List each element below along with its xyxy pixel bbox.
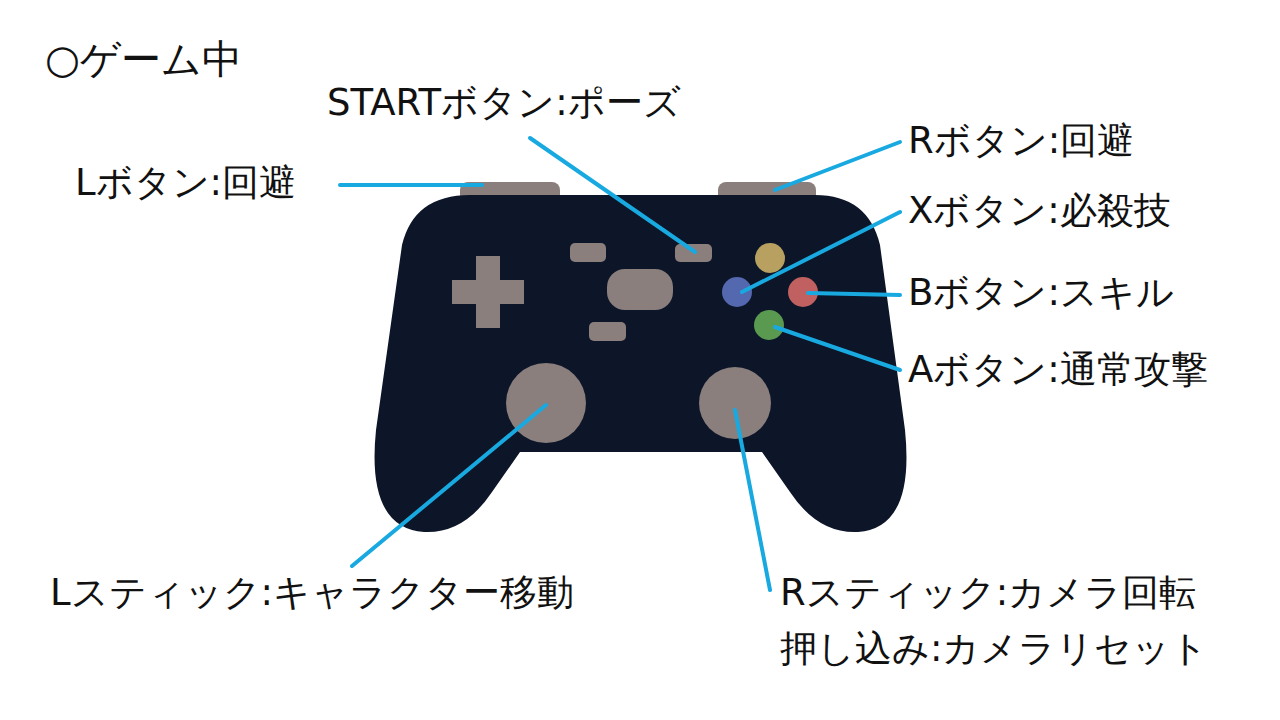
leader-line bbox=[530, 138, 695, 252]
leader-line bbox=[808, 293, 900, 295]
x-button bbox=[722, 277, 752, 307]
d-pad bbox=[452, 256, 524, 328]
small-button bbox=[589, 322, 626, 341]
button-label: Xボタン:必殺技 bbox=[908, 190, 1171, 233]
select-button bbox=[570, 243, 606, 262]
leader-line bbox=[742, 212, 900, 292]
button-label: 押し込み:カメラリセット bbox=[780, 628, 1208, 671]
button-label: Lスティック:キャラクター移動 bbox=[50, 572, 574, 615]
button-label: Lボタン:回避 bbox=[75, 162, 296, 205]
home-button bbox=[607, 269, 673, 310]
y-button bbox=[755, 243, 785, 273]
button-label: Rスティック:カメラ回転 bbox=[780, 572, 1196, 615]
a-button bbox=[754, 310, 784, 340]
leader-line bbox=[340, 183, 482, 187]
leader-line bbox=[775, 327, 900, 370]
leader-line bbox=[735, 410, 770, 590]
r-stick bbox=[699, 367, 771, 439]
diagram-title: ○ゲーム中 bbox=[45, 36, 242, 82]
leader-line bbox=[352, 405, 546, 566]
button-label: Rボタン:回避 bbox=[908, 120, 1134, 163]
button-label: Aボタン:通常攻撃 bbox=[908, 349, 1208, 392]
button-label: Bボタン:スキル bbox=[908, 272, 1174, 315]
leader-line bbox=[775, 142, 900, 190]
button-label: STARTボタン:ポーズ bbox=[327, 82, 681, 125]
